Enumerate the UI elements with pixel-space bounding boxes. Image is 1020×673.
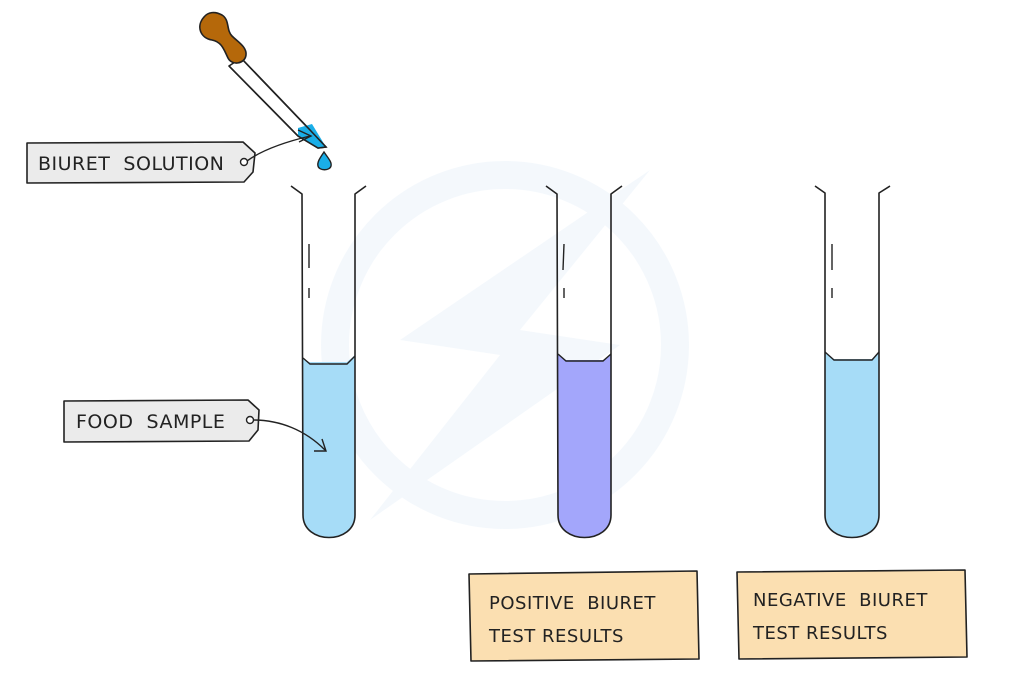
negative-result-line2: TEST RESULTS <box>752 623 888 644</box>
watermark-logo <box>321 161 689 529</box>
test-tube-food-sample <box>290 185 367 539</box>
positive-result-line2: TEST RESULTS <box>488 626 624 647</box>
pipette-dropper <box>199 11 332 171</box>
biuret-drop-icon <box>317 150 332 171</box>
negative-result-line1: NEGATIVE BIURET <box>753 590 928 611</box>
test-tube-positive-result <box>545 185 623 539</box>
test-tube-negative-result <box>814 185 891 539</box>
biuret-solution-label: BIURET SOLUTION <box>26 129 313 184</box>
negative-result-box: NEGATIVE BIURET TEST RESULTS <box>736 569 968 660</box>
positive-result-line1: POSITIVE BIURET <box>489 593 656 614</box>
dropper-bulb-icon <box>199 11 247 64</box>
biuret-solution-text: BIURET SOLUTION <box>38 153 224 175</box>
food-sample-label: FOOD SAMPLE <box>63 399 327 452</box>
positive-result-box: POSITIVE BIURET TEST RESULTS <box>468 570 700 662</box>
food-sample-text: FOOD SAMPLE <box>76 411 225 433</box>
